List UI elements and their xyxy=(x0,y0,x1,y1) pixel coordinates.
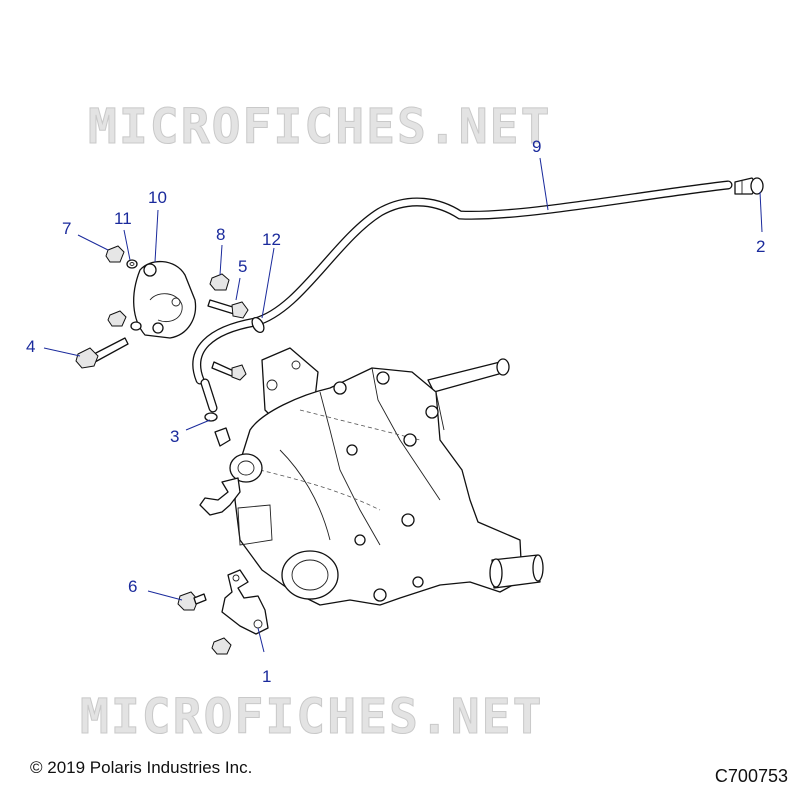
nut-part-8 xyxy=(209,273,230,291)
callout-2: 2 xyxy=(756,237,765,256)
diagram-code: C700753 xyxy=(714,766,788,786)
transmission-housing xyxy=(229,358,544,606)
callout-7: 7 xyxy=(62,219,71,238)
shift-arm xyxy=(199,427,241,516)
watermark-top: MICROFICHES.NET xyxy=(88,99,551,155)
cover-part-10 xyxy=(133,260,197,339)
bolt-mount xyxy=(211,361,247,381)
washer-part-11 xyxy=(126,259,138,269)
leader-lines xyxy=(43,157,763,653)
callout-6: 6 xyxy=(128,577,137,596)
nut-lower-left xyxy=(107,310,142,331)
watermark-bottom: MICROFICHES.NET xyxy=(80,689,543,745)
callout-8: 8 xyxy=(216,225,225,244)
hose-part-9 xyxy=(192,180,733,413)
bolt-part-6 xyxy=(177,591,207,611)
bolt-part-7 xyxy=(105,245,125,263)
callout-11: 11 xyxy=(114,209,132,228)
callout-5: 5 xyxy=(238,257,247,276)
bolt-part-5 xyxy=(207,299,249,319)
clamp-part-3 xyxy=(204,412,218,422)
callout-9: 9 xyxy=(532,137,541,156)
callout-4: 4 xyxy=(26,337,35,356)
bolt-lower xyxy=(211,637,232,655)
bracket-part-1 xyxy=(221,569,269,635)
clamp-part-12 xyxy=(251,316,265,334)
callout-10: 10 xyxy=(148,188,167,207)
callout-12: 12 xyxy=(262,230,281,249)
copyright-notice: © 2019 Polaris Industries Inc. xyxy=(30,758,253,777)
vent-fitting-part-2 xyxy=(734,177,764,195)
callout-3: 3 xyxy=(170,427,179,446)
bolt-part-4 xyxy=(75,337,129,369)
callout-1: 1 xyxy=(262,667,271,686)
